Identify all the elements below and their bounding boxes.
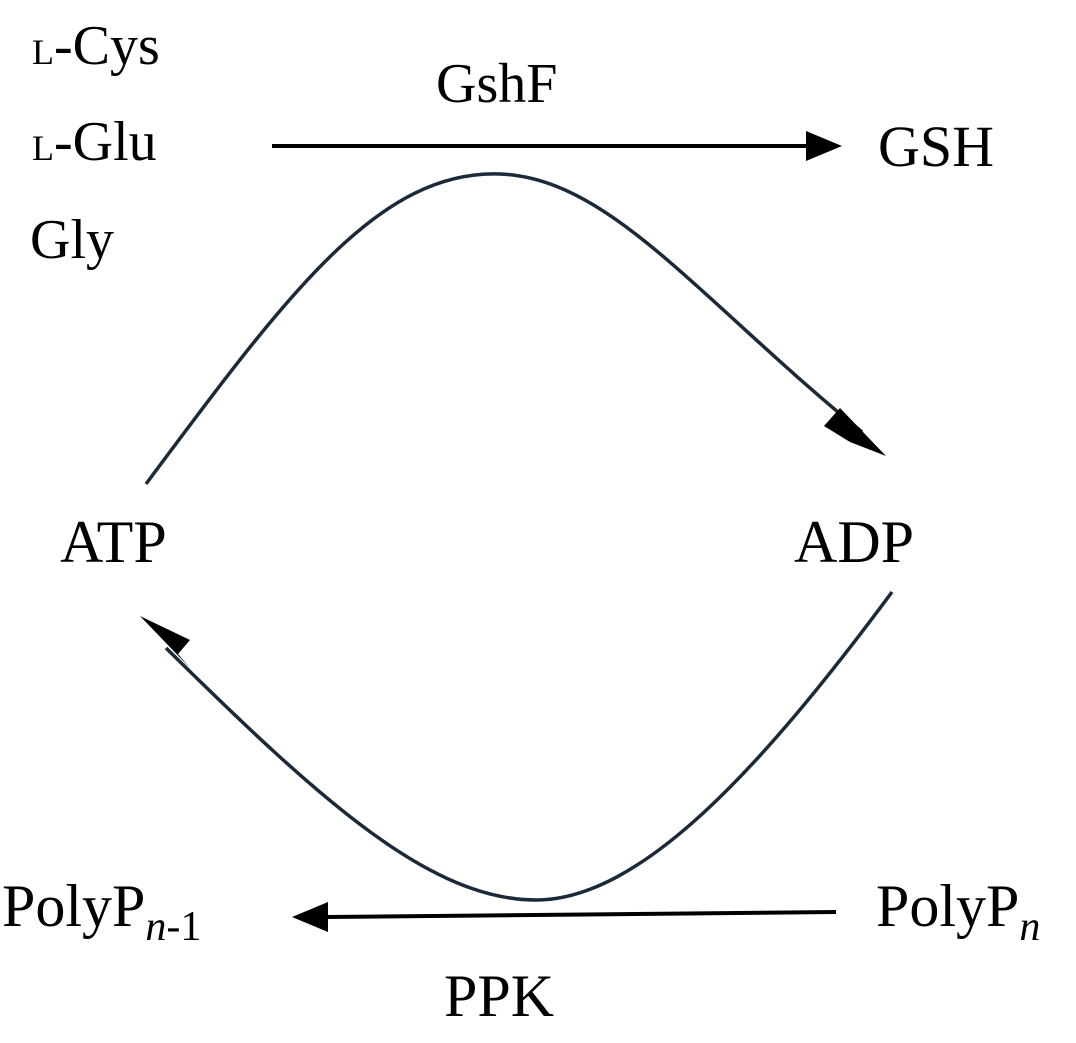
l-cys-name: -Cys bbox=[54, 15, 160, 77]
polyp-n-minus-1-sub-rest: -1 bbox=[166, 904, 202, 950]
ppk-arrowhead bbox=[292, 902, 328, 932]
polyp-n-sub: n bbox=[1019, 904, 1041, 950]
substrate-polyp-n: PolyPn bbox=[876, 873, 1040, 948]
adp-label: ADP bbox=[794, 509, 915, 575]
l-cys-prefix: L bbox=[32, 32, 54, 72]
product-gsh: GSH bbox=[878, 114, 995, 179]
enzyme-gshf: GshF bbox=[436, 53, 558, 115]
atp-arrowhead bbox=[140, 616, 190, 668]
atp-to-adp-curve bbox=[144, 172, 864, 486]
atp-label: ATP bbox=[60, 509, 167, 575]
ppk-reaction-arrow bbox=[325, 910, 837, 919]
substrate-l-glu: L-Glu bbox=[32, 114, 157, 170]
substrate-l-cys: L-Cys bbox=[32, 18, 160, 74]
l-glu-name: -Glu bbox=[54, 111, 157, 173]
product-polyp-n-minus-1: PolyPn-1 bbox=[2, 873, 201, 948]
enzyme-ppk: PPK bbox=[444, 963, 555, 1029]
polyp-n-base: PolyP bbox=[876, 873, 1020, 939]
polyp-n-minus-1-base: PolyP bbox=[2, 873, 146, 939]
adp-to-atp-curve bbox=[164, 590, 894, 902]
gshf-arrowhead bbox=[806, 131, 842, 161]
polyp-n-minus-1-sub-n: n bbox=[145, 904, 167, 950]
l-glu-prefix: L bbox=[32, 128, 54, 168]
substrate-gly: Gly bbox=[30, 209, 114, 271]
adp-arrowhead bbox=[824, 408, 886, 456]
